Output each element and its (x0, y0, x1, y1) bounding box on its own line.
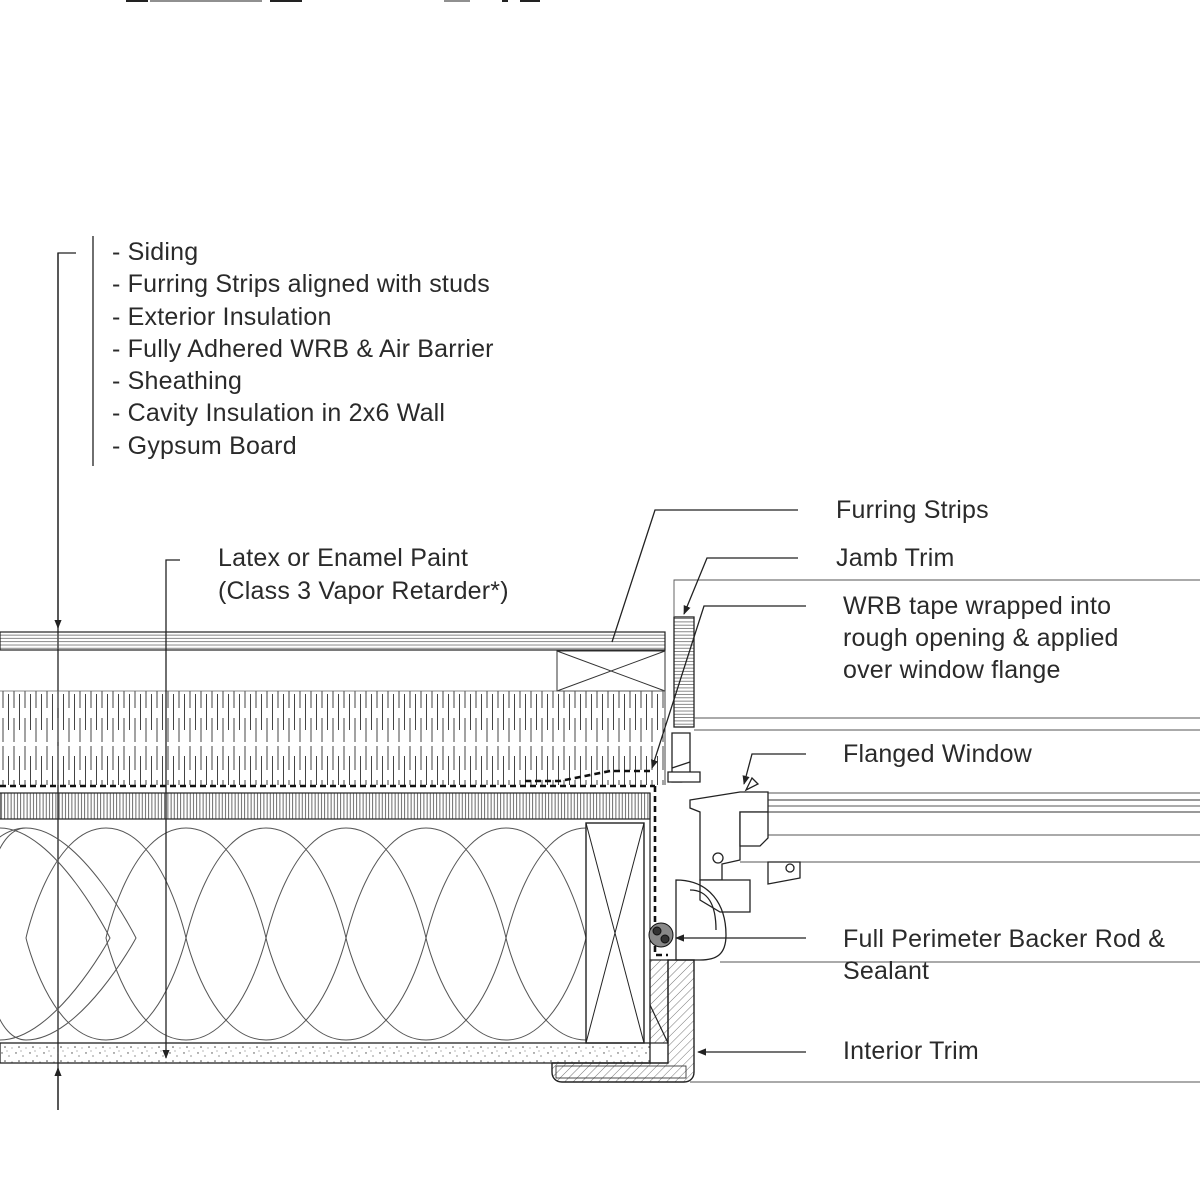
wrb-tape-label-line2: rough opening & applied (843, 624, 1119, 652)
wall-assembly-layer-list: - Siding - Furring Strips aligned with s… (112, 236, 494, 462)
rough-opening-framing (649, 959, 669, 1044)
gypsum-board-layer (0, 1042, 651, 1064)
layer-item-gypsum-board: - Gypsum Board (112, 431, 297, 460)
interior-trim-casing (551, 959, 695, 1083)
jamb-trim (673, 616, 695, 728)
furring-strips-label: Furring Strips (836, 496, 989, 524)
backer-rod (648, 922, 674, 948)
callout-leaders (54, 253, 806, 1110)
backer-rod-label-line2: Sealant (843, 957, 930, 985)
backer-rod-label-line1: Full Perimeter Backer Rod & (843, 925, 1166, 953)
flanged-window-frame (667, 732, 801, 961)
exterior-insulation-layer (0, 690, 666, 785)
wall-stud (585, 822, 645, 1044)
layer-item-exterior-insulation: - Exterior Insulation (112, 302, 332, 331)
layer-item-siding: - Siding (112, 238, 199, 266)
jamb-trim-label: Jamb Trim (836, 544, 955, 572)
wrb-tape-label-line3: over window flange (843, 656, 1061, 684)
furring-strip (556, 650, 666, 692)
paint-callout-line1: Latex or Enamel Paint (218, 544, 469, 572)
siding-layer (0, 631, 666, 651)
paint-callout-line2: (Class 3 Vapor Retarder*) (218, 577, 509, 605)
layer-item-sheathing: - Sheathing (112, 367, 243, 396)
layer-item-furring-strips: - Furring Strips aligned with studs (112, 270, 490, 299)
layer-item-cavity-insulation: - Cavity Insulation in 2x6 Wall (112, 399, 446, 428)
wrb-tape-label-line1: WRB tape wrapped into (843, 592, 1112, 620)
wrb-air-barrier (0, 769, 668, 957)
cavity-insulation-layer (0, 827, 587, 1041)
reference-lines (673, 579, 1200, 1083)
sheathing-layer (0, 792, 651, 1045)
window-glazing (768, 799, 1200, 813)
flanged-window-label: Flanged Window (843, 740, 1033, 768)
interior-trim-label: Interior Trim (843, 1037, 979, 1065)
wall-assembly-leader (57, 236, 94, 1110)
layer-item-wrb-air-barrier: - Fully Adhered WRB & Air Barrier (112, 334, 494, 363)
